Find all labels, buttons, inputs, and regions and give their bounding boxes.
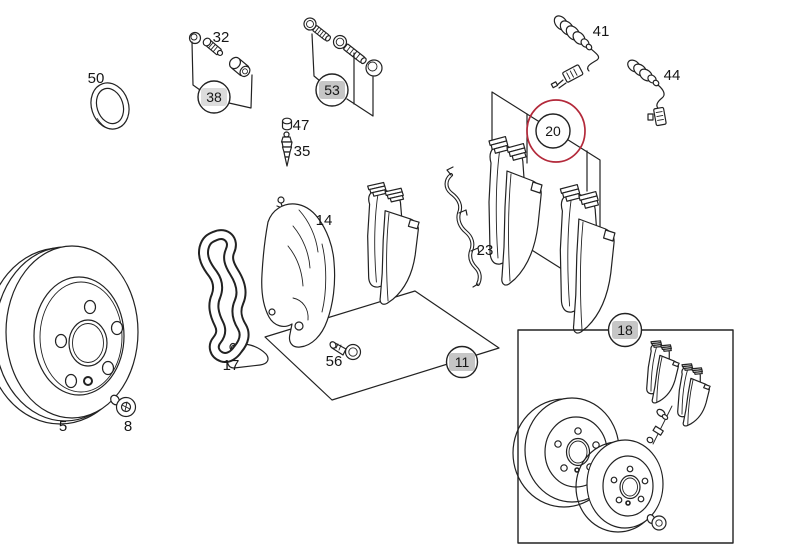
disc-set-screw <box>109 394 136 417</box>
service-kit-box-18: 18 <box>513 312 733 544</box>
label-56[interactable]: 56 <box>326 353 343 370</box>
label-32[interactable]: 32 <box>213 29 230 46</box>
retaining-spring-23 <box>444 167 482 287</box>
callout-number-53[interactable]: 53 <box>324 82 340 98</box>
wear-sensor-44 <box>625 58 666 126</box>
label-41[interactable]: 41 <box>593 23 610 40</box>
callout-number-20[interactable]: 20 <box>545 123 561 139</box>
pad-group-20: 20 <box>488 92 616 334</box>
caliper-group-11: 11 <box>198 181 499 400</box>
callout-circle-11[interactable]: 11 <box>445 345 479 379</box>
kit-sensor-parts <box>646 406 672 444</box>
label-17[interactable]: 17 <box>223 357 240 374</box>
callout-bracket-38 <box>192 42 252 108</box>
caliper-bolt-56 <box>329 341 361 360</box>
callout-circle-53[interactable]: 53 <box>315 73 349 107</box>
brake-pad <box>367 181 420 305</box>
carrier-17 <box>198 229 268 368</box>
brake-pad <box>559 183 616 334</box>
label-14[interactable]: 14 <box>316 212 333 229</box>
callout-number-11[interactable]: 11 <box>455 354 470 370</box>
callout-bracket-53 <box>312 34 373 116</box>
label-47[interactable]: 47 <box>293 117 310 134</box>
caliper-14 <box>262 197 335 347</box>
callout-circle-38[interactable]: 38 <box>197 80 231 114</box>
seal-ring <box>85 78 135 134</box>
callout-number-18[interactable]: 18 <box>617 322 633 338</box>
label-8[interactable]: 8 <box>124 418 132 435</box>
kit-disc <box>576 440 663 532</box>
label-50[interactable]: 50 <box>88 70 105 87</box>
label-35[interactable]: 35 <box>294 143 311 160</box>
kit-pad <box>644 339 682 406</box>
part-labels: 50 32 47 35 41 44 14 17 56 23 5 8 <box>59 23 681 435</box>
cap-nut-47 <box>283 118 292 130</box>
wear-sensor-41 <box>551 13 598 88</box>
brake-disc <box>0 246 138 424</box>
callout-circle-20[interactable]: 20 <box>535 113 571 149</box>
label-44[interactable]: 44 <box>664 67 681 84</box>
callout-circle-18[interactable]: 18 <box>607 312 643 348</box>
guide-pin-kit <box>190 33 253 79</box>
bleeder-screw-35 <box>282 132 293 166</box>
label-5[interactable]: 5 <box>59 418 67 435</box>
kit-screw <box>646 513 666 530</box>
kit-pad <box>675 362 713 429</box>
callout-number-38[interactable]: 38 <box>206 89 222 105</box>
highlight-ring-20 <box>526 99 586 163</box>
label-23[interactable]: 23 <box>477 242 494 259</box>
